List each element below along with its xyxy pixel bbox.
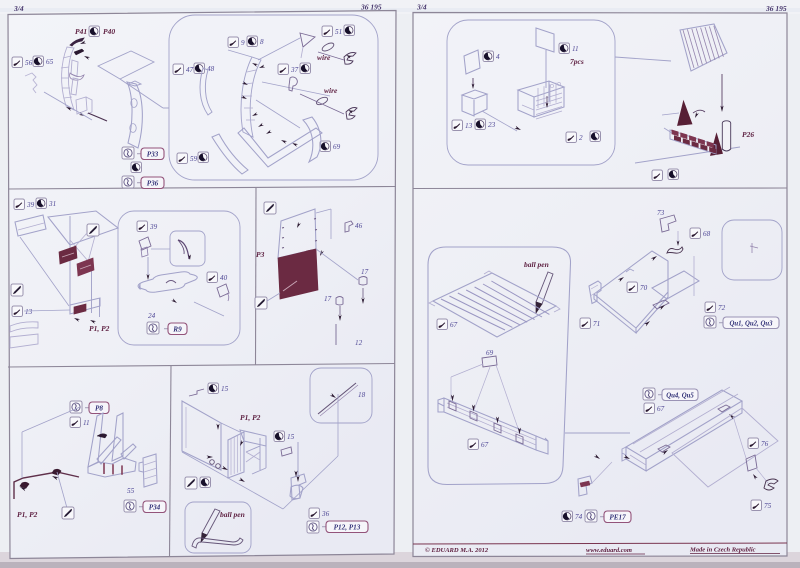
svg-text:P12, P13: P12, P13 (334, 524, 361, 532)
svg-text:Made in Czech Republic: Made in Czech Republic (689, 547, 756, 554)
svg-text:75: 75 (764, 502, 772, 510)
svg-text:40: 40 (220, 274, 228, 282)
svg-text:13: 13 (465, 122, 473, 130)
svg-text:P1, P2: P1, P2 (17, 510, 38, 519)
svg-text:15: 15 (221, 385, 229, 393)
svg-text:R9: R9 (172, 326, 182, 334)
svg-text:P40: P40 (103, 27, 115, 36)
svg-text:13: 13 (25, 308, 33, 316)
svg-text:15: 15 (287, 433, 295, 441)
svg-text:67: 67 (450, 321, 458, 329)
svg-text:7pcs: 7pcs (570, 57, 584, 66)
svg-text:P34: P34 (149, 504, 161, 512)
svg-text:4: 4 (496, 53, 500, 61)
svg-text:9: 9 (241, 39, 245, 47)
svg-text:55: 55 (127, 487, 135, 495)
svg-text:3/4: 3/4 (13, 4, 24, 13)
svg-text:11: 11 (83, 419, 90, 427)
svg-text:36 195: 36 195 (360, 3, 382, 12)
svg-text:P8: P8 (95, 405, 103, 413)
svg-text:P36: P36 (147, 180, 159, 188)
svg-text:65: 65 (46, 58, 54, 66)
svg-text:71: 71 (593, 320, 600, 328)
svg-text:ball pen: ball pen (524, 260, 549, 269)
svg-text:PE17: PE17 (609, 514, 626, 522)
svg-text:Qu1, Qu2, Qu3: Qu1, Qu2, Qu3 (729, 321, 773, 328)
svg-text:23: 23 (488, 121, 496, 129)
svg-text:© EDUARD M.A. 2012: © EDUARD M.A. 2012 (425, 547, 489, 554)
svg-text:ball pen: ball pen (220, 510, 245, 519)
svg-text:wire: wire (324, 86, 338, 95)
svg-text:P33: P33 (147, 151, 159, 159)
svg-text:48: 48 (207, 65, 215, 73)
svg-text:24: 24 (148, 312, 156, 320)
svg-text:36: 36 (321, 510, 330, 518)
svg-text:59: 59 (190, 155, 198, 163)
svg-text:36 195: 36 195 (765, 4, 787, 13)
svg-text:46: 46 (355, 222, 363, 230)
svg-text:8: 8 (260, 38, 264, 46)
svg-text:68: 68 (703, 230, 711, 238)
svg-text:67: 67 (657, 405, 665, 413)
svg-text:56: 56 (25, 59, 33, 67)
svg-text:2: 2 (579, 134, 583, 142)
svg-text:39: 39 (26, 201, 35, 209)
svg-text:17: 17 (361, 268, 369, 276)
svg-text:39: 39 (149, 223, 158, 231)
svg-text:P3: P3 (256, 250, 265, 259)
svg-text:69: 69 (333, 143, 341, 151)
svg-text:18: 18 (358, 391, 366, 399)
svg-text:51: 51 (335, 28, 342, 36)
svg-text:P41: P41 (75, 27, 87, 36)
svg-text:72: 72 (718, 304, 726, 312)
svg-text:Qu4, Qu5: Qu4, Qu5 (666, 393, 694, 400)
svg-text:70: 70 (640, 284, 648, 292)
svg-text:3/4: 3/4 (416, 3, 427, 12)
svg-text:67: 67 (481, 441, 489, 449)
svg-text:74: 74 (575, 513, 583, 521)
svg-text:47: 47 (186, 66, 194, 74)
svg-text:www.eduard.com: www.eduard.com (586, 547, 632, 554)
svg-text:12: 12 (355, 339, 363, 347)
svg-text:P26: P26 (742, 130, 754, 139)
svg-text:17: 17 (324, 295, 332, 303)
svg-text:69: 69 (486, 349, 494, 357)
svg-text:76: 76 (761, 440, 769, 448)
svg-text:31: 31 (48, 200, 56, 208)
svg-text:P1, P2: P1, P2 (240, 413, 261, 422)
svg-text:wire: wire (317, 53, 331, 62)
svg-text:73: 73 (657, 209, 665, 217)
svg-text:11: 11 (572, 45, 579, 53)
svg-text:P1, P2: P1, P2 (89, 324, 110, 333)
svg-text:37: 37 (290, 66, 299, 74)
